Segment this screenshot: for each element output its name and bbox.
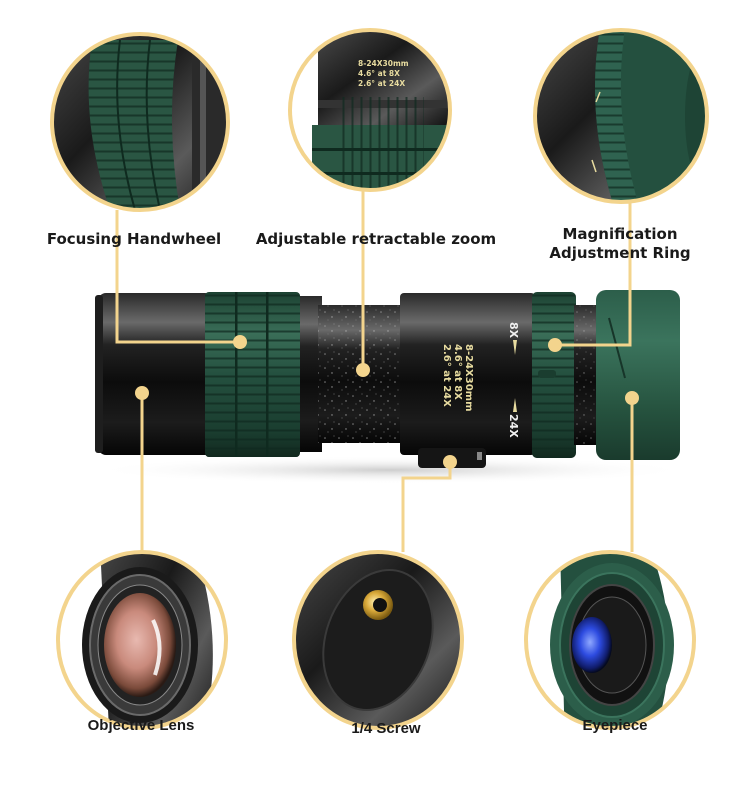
- body-spec-line-2: 4.6° at 8X: [452, 344, 463, 400]
- focusing-handwheel-inset: [50, 32, 230, 212]
- dot-objective: [135, 386, 149, 400]
- label-adjustable-zoom: Adjustable retractable zoom: [255, 230, 497, 248]
- connector-magnification: [555, 202, 632, 347]
- inset-spec-line-2: 4.6° at 8X: [358, 69, 400, 78]
- body-spec-line-1: 8-24X30mm: [463, 344, 474, 412]
- body-spec-line-3: 2.6° at 24X: [441, 344, 452, 407]
- dot-focusing: [233, 335, 247, 349]
- inset-spec-line-3: 2.6° at 24X: [358, 79, 405, 88]
- zoom-mark-8x: 8X: [507, 322, 520, 339]
- dot-screw: [443, 455, 457, 469]
- callout-dots: [135, 335, 639, 469]
- callout-connectors: [115, 190, 634, 552]
- objective-lens-inset: [56, 550, 228, 730]
- inset-spec-line-1: 8-24X30mm: [358, 59, 409, 68]
- zoom-mark-24x: 24X: [507, 414, 520, 438]
- label-objective-lens: Objective Lens: [87, 717, 195, 734]
- dot-zoom: [356, 363, 370, 377]
- eyepiece-inset: [524, 550, 696, 730]
- label-focusing-handwheel: Focusing Handwheel: [46, 230, 222, 248]
- label-magnification-line2: Adjustment Ring: [549, 244, 691, 262]
- label-screw: 1/4 Screw: [351, 720, 421, 737]
- dot-eyepiece: [625, 391, 639, 405]
- connector-focusing: [115, 210, 240, 344]
- connector-screw: [401, 462, 452, 552]
- monocular-body: 8X 24X 8-24X30mm 4.6° at 8X 2.6° at 24X: [90, 290, 690, 484]
- retractable-zoom-inset: 8-24X30mm 4.6° at 8X 2.6° at 24X: [288, 28, 452, 192]
- label-eyepiece: Eyepiece: [582, 717, 648, 734]
- label-magnification-line1: Magnification: [562, 225, 678, 243]
- magnification-ring-inset: [533, 28, 709, 204]
- dot-magnification: [548, 338, 562, 352]
- tripod-screw-inset: [292, 550, 464, 730]
